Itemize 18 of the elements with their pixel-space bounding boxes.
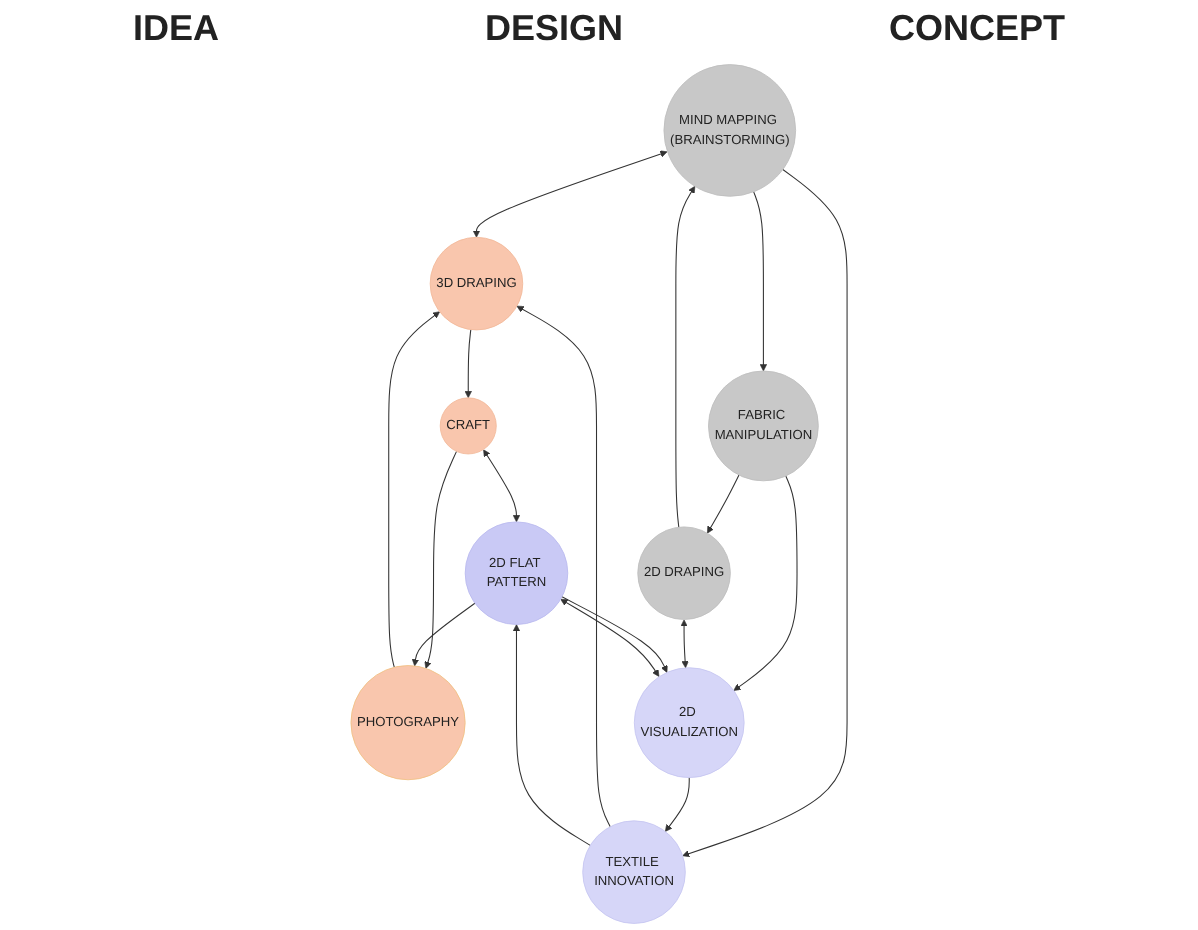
arrow <box>675 186 696 528</box>
arrow <box>464 329 472 399</box>
arrow <box>388 311 440 668</box>
arrow <box>472 150 668 238</box>
arrow <box>707 474 740 534</box>
arrow <box>411 602 476 667</box>
group-heading: IDEA <box>132 8 219 50</box>
arrow <box>733 475 798 691</box>
arrow <box>682 168 848 858</box>
group-heading: DESIGN <box>484 8 623 50</box>
arrow <box>483 449 521 523</box>
arrow <box>680 619 689 669</box>
arrow <box>664 777 690 832</box>
arrow <box>512 624 591 846</box>
group-heading: CONCEPT <box>888 8 1065 50</box>
arrow <box>516 305 611 828</box>
arrow <box>424 450 458 669</box>
arrow <box>753 191 767 372</box>
